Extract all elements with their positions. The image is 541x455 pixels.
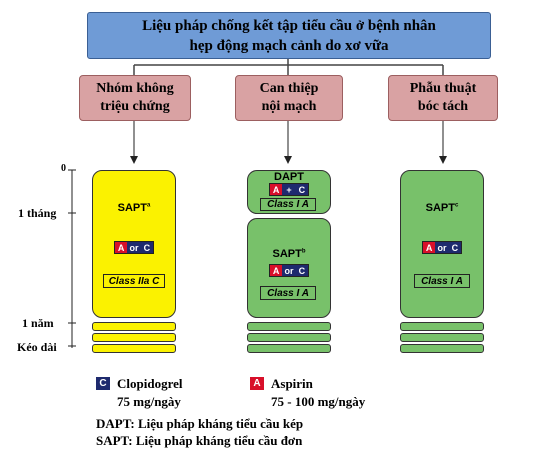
badge-aspirin: A (270, 265, 283, 276)
endovascular-sapt-badge: A or C (269, 264, 309, 277)
group-surgery-line-1: Phẫu thuật (409, 81, 477, 96)
group-asymptomatic-line-2: triệu chứng (100, 99, 170, 114)
endovascular-sapt: SAPTb (247, 248, 331, 260)
legend-dapt-definition: DAPT: Liệu pháp kháng tiểu cầu kép (96, 416, 304, 431)
title-line-2: hẹp động mạch cảnh do xơ vữa (189, 37, 389, 54)
endovascular-sapt-label: SAPT (272, 248, 302, 260)
timeline-one-year: 1 năm (22, 316, 54, 330)
endovascular-dapt-badge: A + C (269, 183, 309, 196)
group-endovascular: Can thiệp nội mạch (235, 75, 343, 121)
badge-or: or (435, 242, 449, 253)
badge-clopidogrel: C (295, 265, 308, 276)
surgery-strip-2 (400, 333, 484, 342)
surgery-therapy-label: SAPT (425, 202, 455, 214)
badge-aspirin: A (115, 242, 128, 253)
title-box: Liệu pháp chống kết tập tiểu cầu ở bệnh … (87, 12, 491, 59)
aspirin-icon: A (250, 377, 264, 390)
legend-aspirin-name: Aspirin (271, 376, 313, 391)
asymptomatic-therapy: SAPTa (92, 202, 176, 214)
group-endovascular-line-1: Can thiệp (259, 81, 319, 96)
badge-clopidogrel: C (448, 242, 461, 253)
badge-or: or (282, 265, 296, 276)
timeline-zero: 0 (61, 163, 66, 174)
badge-aspirin: A (423, 242, 436, 253)
legend-sapt-definition: SAPT: Liệu pháp kháng tiểu cầu đơn (96, 433, 303, 448)
group-asymptomatic: Nhóm không triệu chứng (79, 75, 191, 121)
badge-or: or (127, 242, 141, 253)
endovascular-sapt-class: Class I A (260, 286, 316, 300)
endovascular-dapt-label: DAPT (274, 171, 304, 183)
surgery-therapy-sup: c (455, 202, 459, 209)
timeline-extended: Kéo dài (17, 340, 57, 354)
asymptomatic-strip-2 (92, 333, 176, 342)
badge-plus: + (282, 184, 296, 195)
clopidogrel-icon: C (96, 377, 110, 390)
badge-aspirin: A (270, 184, 283, 195)
title-line-1: Liệu pháp chống kết tập tiểu cầu ở bệnh … (142, 17, 436, 34)
endovascular-strip-2 (247, 333, 331, 342)
badge-clopidogrel: C (295, 184, 308, 195)
group-asymptomatic-line-1: Nhóm không (96, 81, 174, 96)
endovascular-dapt-class: Class I A (260, 198, 316, 211)
badge-clopidogrel: C (140, 242, 153, 253)
surgery-strip-3 (400, 344, 484, 353)
surgery-therapy: SAPTc (400, 202, 484, 214)
surgery-strip-1 (400, 322, 484, 331)
surgery-class: Class I A (414, 274, 470, 288)
asymptomatic-strip-1 (92, 322, 176, 331)
legend-clopidogrel-dose: 75 mg/ngày (117, 394, 181, 409)
asymptomatic-strip-3 (92, 344, 176, 353)
surgery-drug-badge: A or C (422, 241, 462, 254)
asymptomatic-therapy-label: SAPT (117, 202, 147, 214)
endovascular-strip-3 (247, 344, 331, 353)
asymptomatic-class: Class IIa C (103, 274, 165, 288)
endovascular-sapt-sup: b (301, 248, 306, 255)
asymptomatic-drug-badge: A or C (114, 241, 154, 254)
legend-aspirin-dose: 75 - 100 mg/ngày (271, 394, 366, 409)
asymptomatic-therapy-sup: a (147, 202, 151, 209)
endovascular-strip-1 (247, 322, 331, 331)
timeline-one-month: 1 tháng (18, 206, 57, 220)
group-endovascular-line-2: nội mạch (261, 99, 317, 114)
group-surgery-line-2: bóc tách (417, 99, 469, 114)
legend-clopidogrel-name: Clopidogrel (117, 376, 183, 391)
group-surgery: Phẫu thuật bóc tách (388, 75, 498, 121)
